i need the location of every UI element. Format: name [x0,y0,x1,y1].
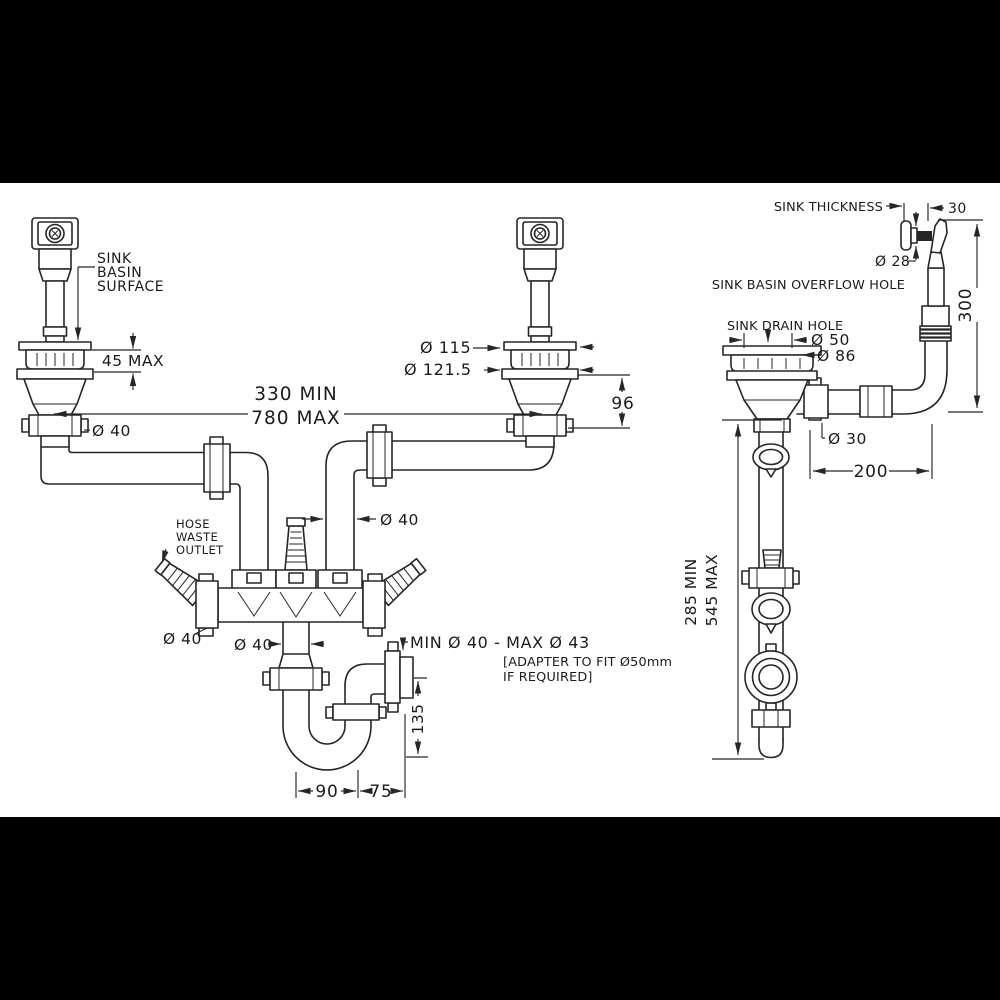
manifold [151,517,430,637]
label-adapter-note: IF REQUIRED] [503,670,593,685]
left-bowl-pipe [40,436,269,571]
drawing-paper [0,183,1000,817]
label-outlet-size: MIN Ø 40 - MAX Ø 43 [410,633,590,652]
dia-115: Ø 115 [420,338,471,357]
dia-40-left-outlet: Ø 40 [163,630,202,648]
right-bowl-pipe [325,424,555,571]
label-hose-waste-outlet: OUTLET [176,543,224,557]
label-hose-waste-outlet: HOSE [176,517,210,531]
label-sink-basin-surface: SURFACE [97,279,164,295]
label-sink-basin-surface: BASIN [97,265,142,281]
dia-30: Ø 30 [828,430,867,448]
dia-86: Ø 86 [817,347,856,365]
overflow-strainer [722,345,822,433]
dim-90: 90 [315,782,338,802]
dim-330-min: 330 MIN [254,384,337,405]
dim-200: 200 [854,462,889,482]
label-sink-thickness: SINK THICKNESS [774,200,883,215]
double-bowl-waste-kit: SINK BASIN SURFACE 45 MAX 330 MIN 780 MA… [16,217,672,802]
label-adapter-note: [ADAPTER TO FIT Ø50mm [503,655,672,670]
dim-75: 75 [369,782,392,802]
single-bowl-overflow-kit: SINK THICKNESS 30 Ø 28 SINK BASIN OVERFL… [682,200,983,760]
dim-135: 135 [409,703,427,734]
dim-780-max: 780 MAX [251,408,340,429]
label-hose-waste-outlet: WASTE [176,530,218,544]
right-annotations: SINK THICKNESS 30 Ø 28 SINK BASIN OVERFL… [682,200,983,760]
dim-545-max: 545 MAX [703,554,721,627]
dim-285-min: 285 MIN [682,558,700,626]
label-sink-basin-surface: SINK [97,251,132,267]
dia-40-center: Ø 40 [234,636,273,654]
dim-300: 300 [956,288,976,323]
overflow-pipe [796,218,952,421]
overflow-tailpipe [741,431,800,759]
dia-40-tail: Ø 40 [92,422,131,440]
left-annotations: SINK BASIN SURFACE 45 MAX 330 MIN 780 MA… [54,251,672,802]
label-overflow-hole: SINK BASIN OVERFLOW HOLE [712,278,905,293]
dia-50: Ø 50 [811,331,850,349]
dia-121-5: Ø 121.5 [404,360,472,379]
dia-28: Ø 28 [875,254,910,270]
dim-45-max: 45 MAX [102,352,164,370]
dim-30: 30 [948,201,967,217]
dia-40-downpipe: Ø 40 [380,511,419,529]
trap-assembly [262,621,414,771]
label-sink-drain-hole: SINK DRAIN HOLE [727,319,843,334]
dim-96: 96 [611,394,634,414]
